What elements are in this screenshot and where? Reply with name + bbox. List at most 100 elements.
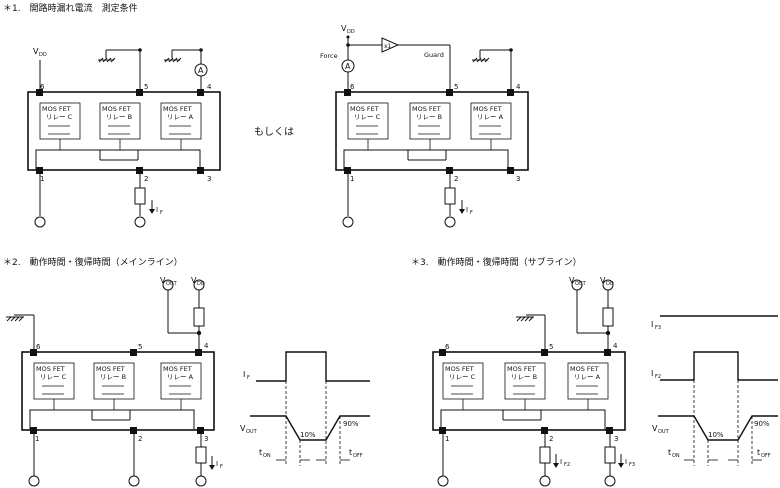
if2-pulse bbox=[660, 351, 778, 381]
pct-10: 10% bbox=[300, 431, 316, 439]
if2-sub: F2 bbox=[564, 462, 570, 468]
vout-wave bbox=[658, 415, 778, 441]
circuit-2: x1 A Force Guard V DD I F 6 5 4 1 2 3 bbox=[320, 24, 529, 228]
resistor-icon bbox=[444, 187, 456, 205]
toff-label: t bbox=[349, 448, 352, 457]
vdd-sub: DD bbox=[347, 29, 355, 35]
relay-c-mosfet: MOS FET bbox=[36, 365, 65, 373]
terminal-icon bbox=[162, 279, 174, 291]
header-sub-line: ＊3. 動作時間・復帰時間（サブライン） bbox=[411, 258, 582, 268]
pin-2: 2 bbox=[138, 435, 142, 443]
current-label: I bbox=[216, 460, 218, 468]
terminal-icon bbox=[602, 279, 614, 291]
terminal-icon bbox=[134, 216, 146, 228]
relay-c-label: リレー C bbox=[449, 373, 476, 381]
relay-b-label: リレー B bbox=[100, 373, 126, 381]
pin-5: 5 bbox=[144, 83, 148, 91]
if3-sub: F3 bbox=[655, 325, 661, 331]
vdd-label: V bbox=[191, 276, 197, 285]
if2-label: I bbox=[651, 369, 653, 378]
terminal-icon bbox=[437, 475, 449, 487]
terminal-icon bbox=[128, 475, 140, 487]
vdd-sub: DD bbox=[39, 52, 47, 58]
ammeter-icon bbox=[194, 63, 208, 77]
package-outline bbox=[335, 91, 529, 171]
if3-label: I bbox=[651, 320, 653, 329]
pin-6: 6 bbox=[40, 83, 45, 91]
pin-3: 3 bbox=[516, 175, 520, 183]
relay-b-label: リレー B bbox=[416, 113, 442, 121]
if3-sub: F3 bbox=[629, 462, 635, 468]
pin-3: 3 bbox=[207, 175, 211, 183]
package-outline bbox=[432, 351, 626, 431]
relay-c-label: リレー C bbox=[46, 113, 73, 121]
pin-1: 1 bbox=[40, 175, 44, 183]
pin-3: 3 bbox=[204, 435, 208, 443]
pin-5: 5 bbox=[138, 343, 142, 351]
vout-label: V bbox=[652, 424, 658, 433]
pin-1: 1 bbox=[350, 175, 354, 183]
resistor-icon bbox=[193, 307, 205, 327]
buffer-label: x1 bbox=[384, 43, 392, 50]
resistor-icon bbox=[604, 446, 616, 464]
if-label: I bbox=[243, 370, 245, 379]
terminal-icon bbox=[28, 475, 40, 487]
relay-a-label: リレー A bbox=[477, 113, 504, 121]
resistor-icon bbox=[602, 307, 614, 327]
relay-b-mosfet: MOS FET bbox=[507, 365, 536, 373]
vout-label: V bbox=[160, 276, 166, 285]
vdd-label: V bbox=[33, 47, 39, 56]
buffer-icon bbox=[381, 37, 400, 53]
terminal-icon bbox=[195, 475, 207, 487]
relay-a-mosfet: MOS FET bbox=[570, 365, 599, 373]
relay-c-mosfet: MOS FET bbox=[42, 105, 71, 113]
pin-6: 6 bbox=[36, 343, 41, 351]
relay-c-mosfet: MOS FET bbox=[350, 105, 379, 113]
pct-90: 90% bbox=[754, 420, 770, 428]
if2-sub: F2 bbox=[655, 374, 661, 380]
current-sub: F bbox=[470, 210, 473, 216]
vdd-label: V bbox=[600, 276, 606, 285]
current-label: I bbox=[466, 206, 468, 214]
resistor-icon bbox=[195, 446, 207, 464]
pin-2: 2 bbox=[144, 175, 148, 183]
relay-a-mosfet: MOS FET bbox=[163, 105, 192, 113]
relay-b-label: リレー B bbox=[511, 373, 537, 381]
vout-wave bbox=[250, 415, 370, 441]
relay-b-mosfet: MOS FET bbox=[102, 105, 131, 113]
current-sub: F bbox=[220, 464, 223, 470]
vout-sub: OUT bbox=[658, 429, 670, 435]
pin-4: 4 bbox=[204, 342, 209, 350]
circuit-4: V OUT V DD I F2 I F3 6 5 4 1 2 3 MOS FET… bbox=[432, 276, 635, 487]
vout-sub: OUT bbox=[575, 281, 587, 287]
ton-sub: ON bbox=[672, 453, 680, 459]
ton-sub: ON bbox=[263, 453, 271, 459]
pin-2: 2 bbox=[549, 435, 553, 443]
force-label: Force bbox=[320, 52, 338, 60]
relay-b-mosfet: MOS FET bbox=[96, 365, 125, 373]
resistor-icon bbox=[134, 187, 146, 205]
relay-a-label: リレー A bbox=[167, 373, 194, 381]
vout-sub: OUT bbox=[166, 281, 178, 287]
vdd-label: V bbox=[341, 24, 347, 33]
header-main-line: ＊2. 動作時間・復帰時間（メインライン） bbox=[3, 258, 183, 268]
ammeter-label: A bbox=[345, 62, 351, 71]
ton-label: t bbox=[259, 448, 262, 457]
relay-a-label: リレー A bbox=[574, 373, 601, 381]
pct-90: 90% bbox=[343, 420, 359, 428]
pin-6: 6 bbox=[350, 83, 355, 91]
terminal-icon bbox=[193, 279, 205, 291]
terminal-icon bbox=[342, 216, 354, 228]
ammeter-icon bbox=[341, 59, 355, 73]
header-leakage: ＊1. 開路時漏れ電流 測定条件 bbox=[3, 4, 138, 14]
pin-6: 6 bbox=[445, 343, 450, 351]
relay-c-mosfet: MOS FET bbox=[445, 365, 474, 373]
current-label: I bbox=[156, 206, 158, 214]
pin-4: 4 bbox=[613, 342, 618, 350]
terminal-icon bbox=[444, 216, 456, 228]
vout-sub: OUT bbox=[246, 429, 258, 435]
relay-a-mosfet: MOS FET bbox=[163, 365, 192, 373]
pin-3: 3 bbox=[614, 435, 618, 443]
waveform-sub: I F3 I F2 V OUT 10% 90% t ON t OFF bbox=[651, 315, 778, 466]
